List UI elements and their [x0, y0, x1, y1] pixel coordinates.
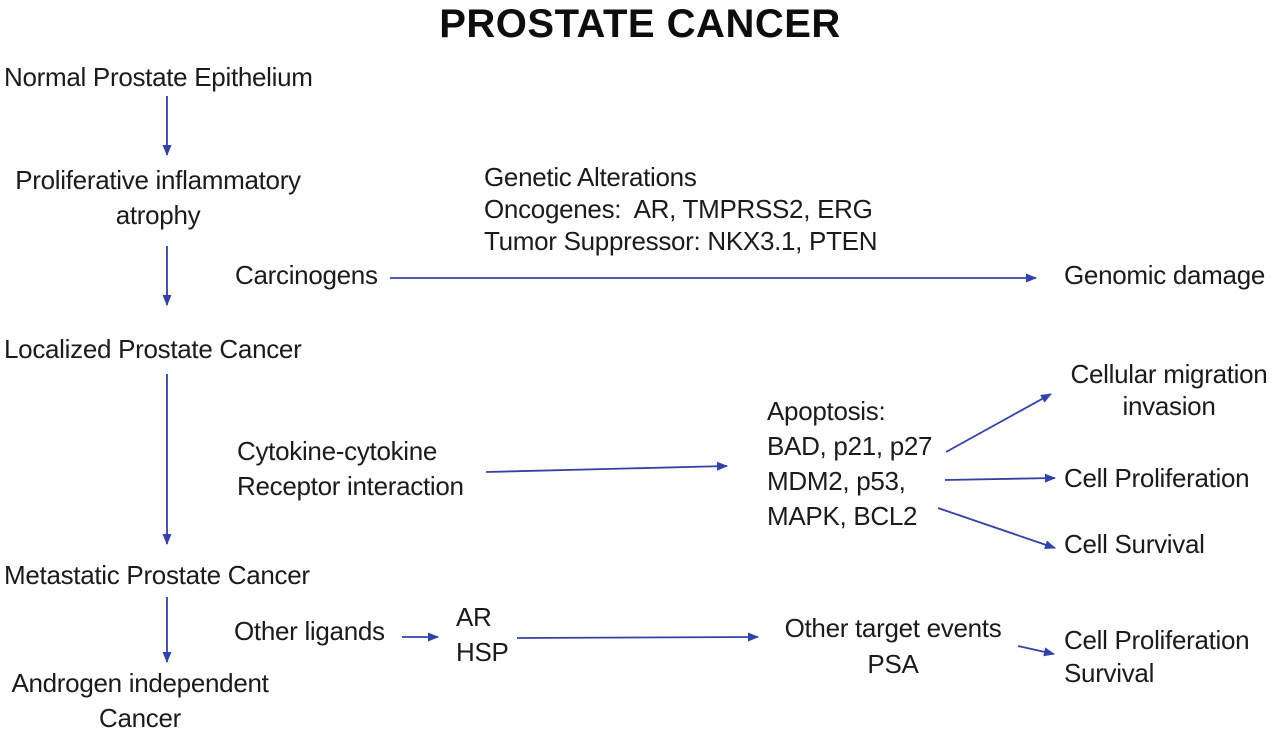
stage-localized-prostate-cancer: Localized Prostate Cancer — [4, 334, 302, 364]
stage-proliferative-inflammatory-atrophy: Proliferative inflammatory atrophy — [15, 165, 301, 230]
stage-androgen-independent-cancer: Androgen independent Cancer — [11, 668, 269, 733]
other-target-events-psa-label: Other target events PSA — [784, 613, 1002, 679]
cytokine-receptor-interaction-label: Cytokine-cytokine Receptor interaction — [237, 436, 464, 501]
arrow-apoptosis-to-survival — [937, 507, 1056, 550]
arrow-apoptosis-to-migration — [945, 393, 1052, 453]
outcome-cell-proliferation-survival: Cell Proliferation Survival — [1064, 625, 1250, 688]
outcome-cellular-migration-invasion: Cellular migration invasion — [1070, 359, 1268, 421]
ar-hsp-label: AR HSP — [456, 602, 509, 667]
outcome-cell-proliferation: Cell Proliferation — [1064, 463, 1250, 493]
stage-metastatic-prostate-cancer: Metastatic Prostate Cancer — [4, 560, 310, 590]
arrow-apoptosis-to-proliferation — [944, 473, 1056, 483]
outcome-cell-survival: Cell Survival — [1064, 529, 1205, 559]
arrow-cytokine-to-apoptosis — [485, 461, 728, 473]
genomic-damage-label: Genomic damage — [1064, 260, 1266, 290]
genetic-alterations-annotation: Genetic Alterations Oncogenes: AR, TMPRS… — [484, 162, 878, 256]
carcinogens-label: Carcinogens — [235, 260, 378, 290]
arrow-psa-to-proliferation-survival — [1017, 645, 1055, 657]
stage-normal-prostate-epithelium: Normal Prostate Epithelium — [4, 62, 313, 92]
arrow-ar-to-target-events — [516, 632, 759, 642]
other-ligands-label: Other ligands — [234, 616, 385, 646]
apoptosis-mediators-label: Apoptosis: BAD, p21, p27 MDM2, p53, MAPK… — [767, 396, 933, 531]
diagram-title: PROSTATE CANCER — [439, 2, 841, 46]
